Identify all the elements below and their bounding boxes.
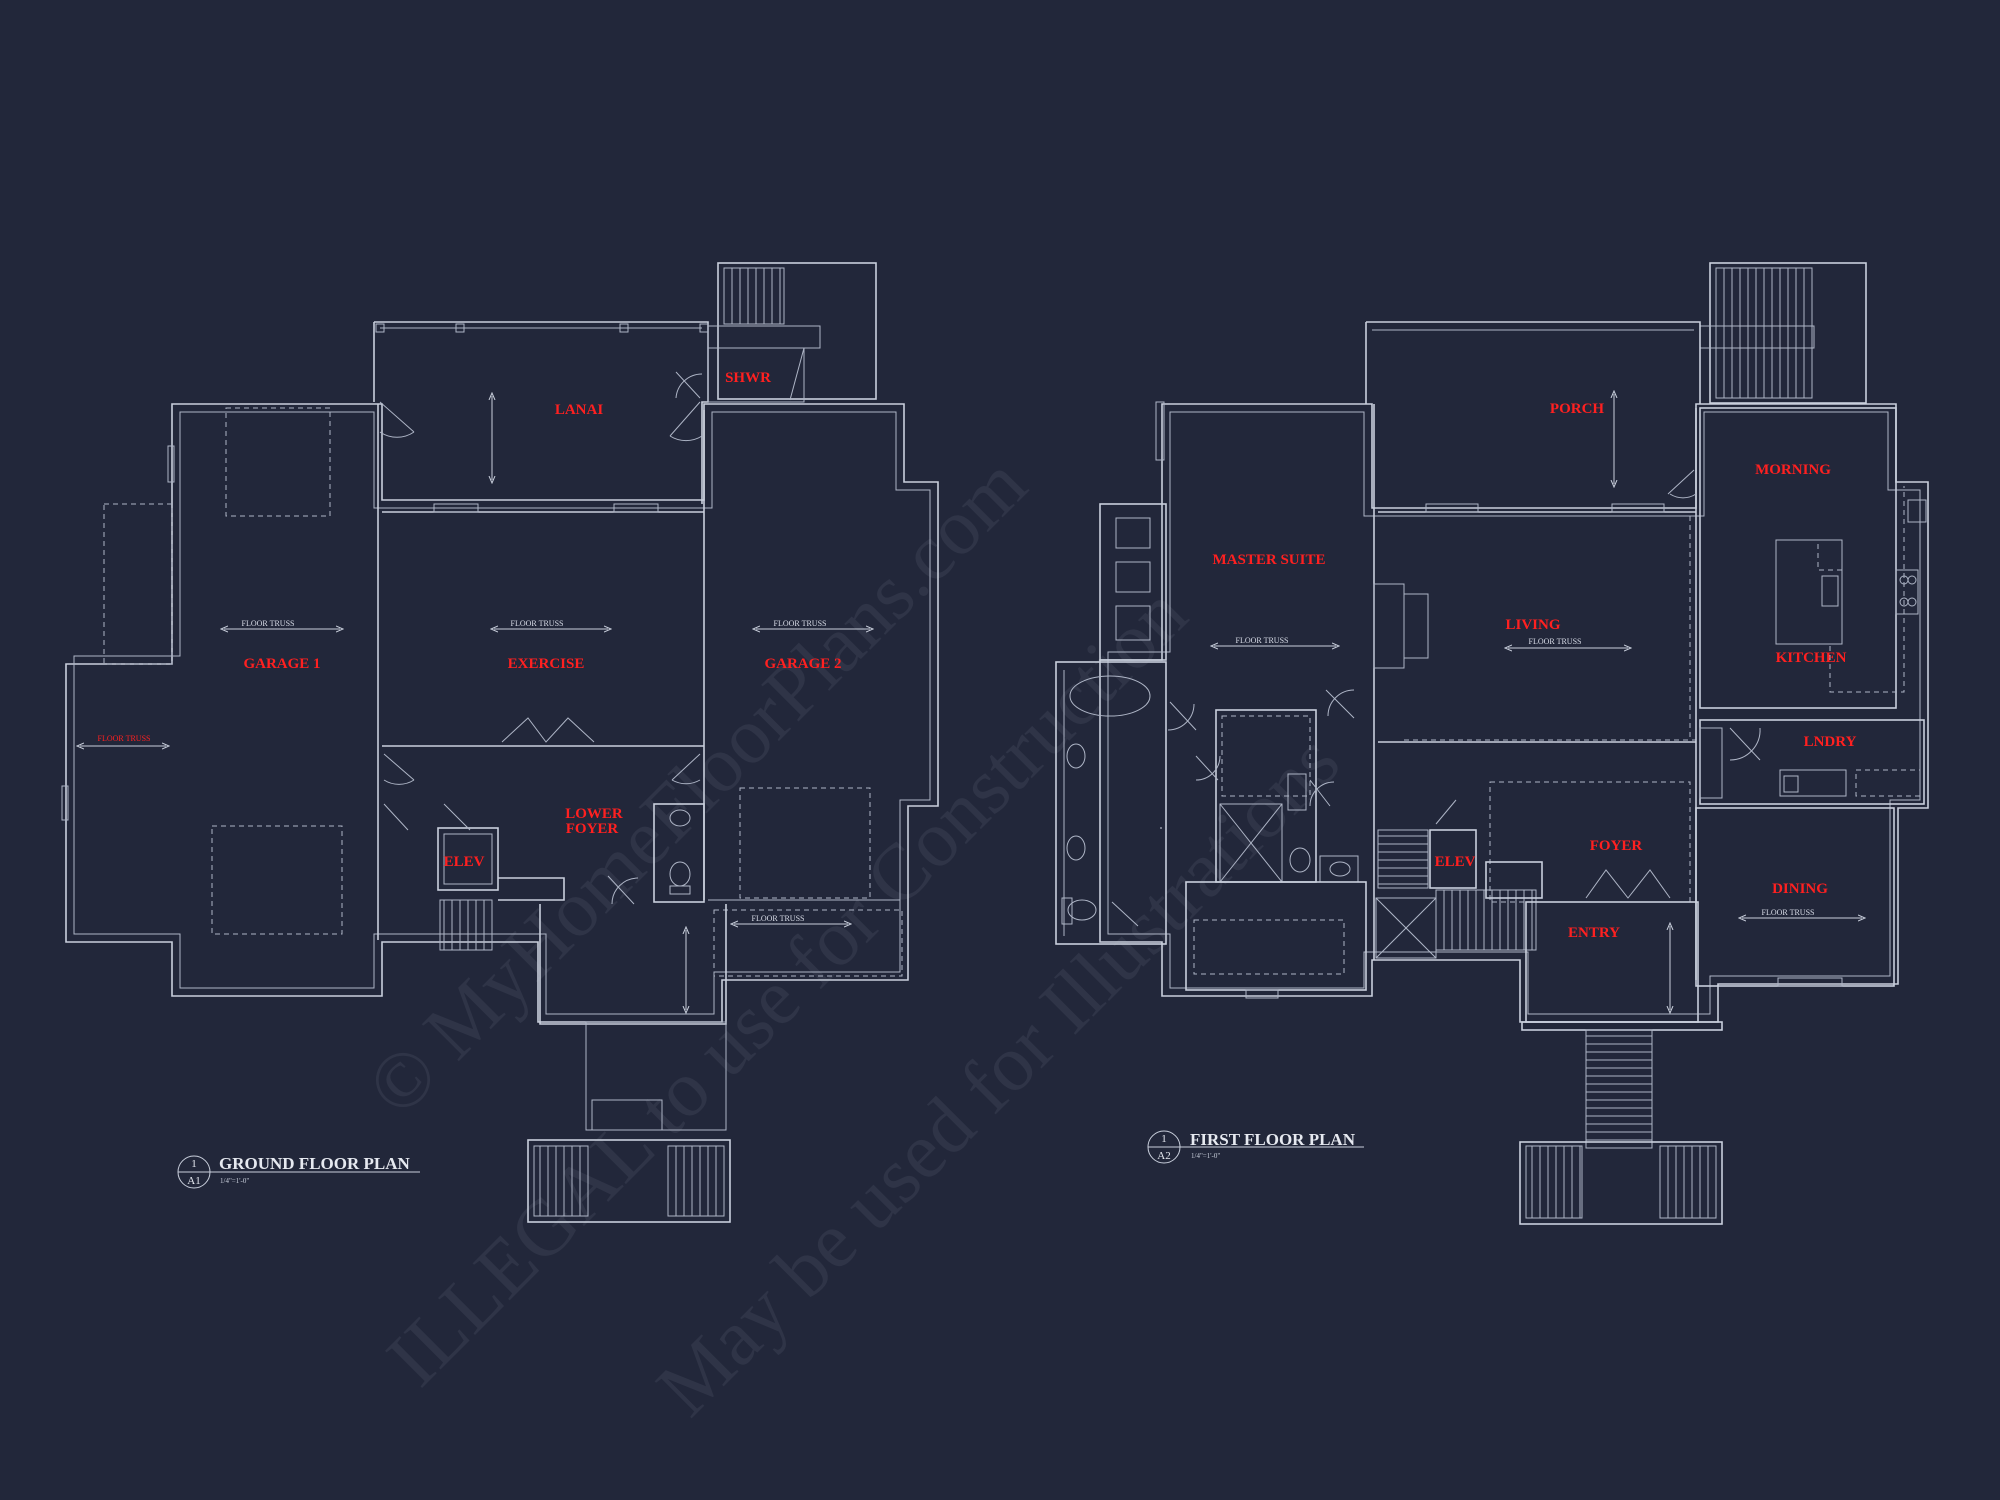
note-truss-garage1: FLOOR TRUSS	[242, 619, 295, 628]
room-morning: MORNING	[1755, 462, 1831, 478]
ground-floor-scale: 1/4"=1'-0"	[220, 1177, 249, 1185]
room-porch: PORCH	[1550, 401, 1604, 417]
room-living: LIVING	[1505, 617, 1560, 633]
note-truss-bottom: FLOOR TRUSS	[752, 914, 805, 923]
watermark: © MyHomeFloorPlans.com ILLEGAL to use fo…	[351, 440, 1357, 1433]
porch-outline	[1365, 321, 1701, 404]
room-master-suite: MASTER SUITE	[1213, 552, 1326, 568]
room-entry: ENTRY	[1568, 925, 1620, 941]
first-floor-plan: FLOOR TRUSS FLOOR TRUSS FLOOR TRUSS PORC…	[1055, 262, 1929, 1225]
note-truss-dining: FLOOR TRUSS	[1762, 908, 1815, 917]
room-kitchen: KITCHEN	[1776, 650, 1847, 666]
room-shwr: SHWR	[725, 370, 771, 386]
ground-floor-plan: FLOOR TRUSS FLOOR TRUSS FLOOR TRUSS FLOO…	[61, 262, 939, 1223]
note-truss-master: FLOOR TRUSS	[1236, 636, 1289, 645]
room-elev-first: ELEV	[1435, 854, 1476, 870]
sheet-num-a1: 1	[191, 1158, 197, 1170]
room-lower-foyer-1: LOWER	[565, 806, 623, 822]
room-lndry: LNDRY	[1804, 734, 1857, 750]
rear-stair-top	[717, 262, 877, 400]
lanai-outline	[373, 321, 709, 504]
sheet-ref-a2: A2	[1157, 1150, 1170, 1162]
note-truss-exercise: FLOOR TRUSS	[511, 619, 564, 628]
sheet-ref-a1: A1	[187, 1175, 200, 1187]
room-garage2: GARAGE 2	[764, 656, 841, 672]
room-lanai: LANAI	[555, 402, 604, 418]
rear-stair-top-2	[1709, 262, 1867, 404]
ground-floor-title: GROUND FLOOR PLAN	[219, 1154, 411, 1173]
first-floor-scale: 1/4"=1'-0"	[1191, 1152, 1220, 1160]
sheet-num-a2: 1	[1161, 1133, 1167, 1145]
room-exercise: EXERCISE	[508, 656, 585, 672]
note-truss-garage2: FLOOR TRUSS	[774, 619, 827, 628]
room-dining: DINING	[1772, 881, 1828, 897]
note-truss-living: FLOOR TRUSS	[1529, 637, 1582, 646]
note-truss-left: FLOOR TRUSS	[98, 734, 151, 743]
room-garage1: GARAGE 1	[243, 656, 320, 672]
room-foyer: FOYER	[1590, 838, 1643, 854]
room-elev-ground: ELEV	[444, 854, 485, 870]
room-lower-foyer-2: FOYER	[566, 821, 619, 837]
first-floor-title: FIRST FLOOR PLAN	[1190, 1130, 1356, 1149]
